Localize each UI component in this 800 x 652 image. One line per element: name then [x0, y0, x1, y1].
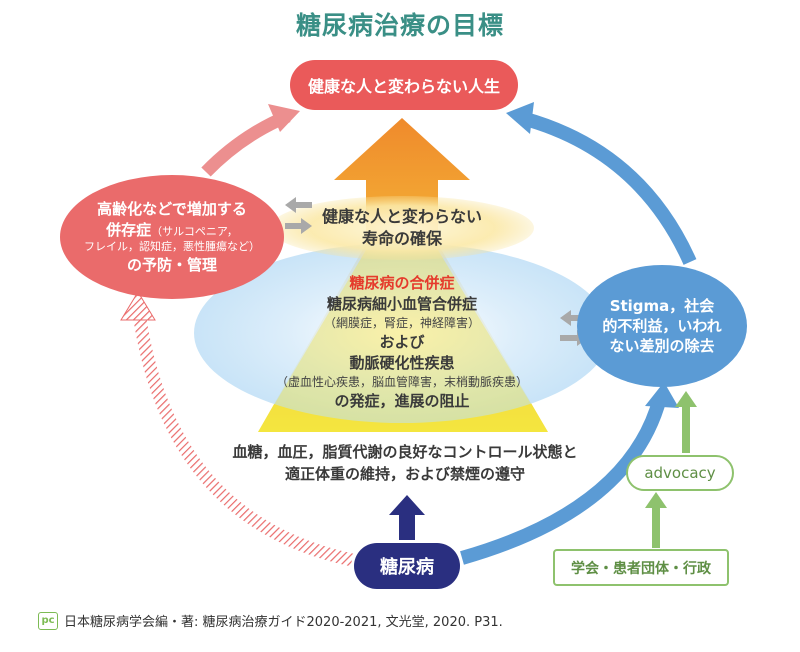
control-line2: 適正体重の維持，および禁煙の遵守 [284, 464, 525, 483]
control-text: 血糖，血圧，脂質代謝の良好なコントロール状態と 適正体重の維持，および禁煙の遵守 [170, 442, 640, 486]
diabetes-box: 糖尿病 [354, 543, 460, 589]
stigma-line3: ない差別の除去 [609, 337, 715, 356]
complications-heading: 糖尿病の合併症 [349, 274, 455, 292]
complications-ellipse [194, 243, 610, 423]
comorbidity-examples-a: （サルコペニア， [151, 224, 238, 238]
green-arrow-head-lower [645, 492, 667, 508]
complications-text: 糖尿病の合併症 糖尿病細小血管合併症 （網膜症，腎症，神経障害） および 動脈硬… [262, 272, 542, 411]
organizations-box: 学会・患者団体・行政 [553, 549, 729, 586]
citation-text: 日本糖尿病学会編・著: 糖尿病治療ガイド2020-2021, 文光堂, 2020… [64, 615, 503, 630]
comorbidity-line1: 高齢化などで増加する [97, 199, 247, 218]
right-upper-arrowhead [506, 102, 534, 134]
grey-arrow-right-out [560, 310, 588, 326]
citation: pc 日本糖尿病学会編・著: 糖尿病治療ガイド2020-2021, 文光堂, 2… [38, 611, 503, 630]
pc-logo-icon: pc [38, 611, 58, 630]
green-arrow-shaft-lower [652, 502, 660, 548]
left-upper-arrowhead [268, 104, 300, 132]
microvascular-sub: （網膜症，腎症，神経障害） [323, 316, 480, 330]
right-lower-arrowhead [645, 382, 679, 408]
lifespan-line1: 健康な人と変わらない [321, 207, 482, 226]
triangle-overlay [258, 250, 548, 432]
prevention-label: の発症，進展の阻止 [334, 392, 470, 410]
green-arrow-shaft-upper [682, 403, 690, 453]
and-label: および [379, 333, 425, 351]
right-lower-arc [460, 396, 667, 565]
lifespan-text: 健康な人と変わらない 寿命の確保 [302, 206, 502, 251]
advocacy-box: advocacy [626, 455, 734, 491]
microvascular-label: 糖尿病細小血管合併症 [326, 295, 477, 313]
stigma-line2: 的不利益，いわれ [602, 316, 722, 335]
grey-arrow-left-out [285, 197, 312, 213]
lifespan-line2: 寿命の確保 [361, 229, 442, 249]
comorbidity-line2: 併存症（サルコペニア， [106, 219, 238, 241]
control-line1: 血糖，血圧，脂質代謝の良好なコントロール状態と [232, 443, 578, 461]
stigma-line1: Stigma，社会 [609, 296, 715, 315]
comorbidity-examples-b: フレイル，認知症，悪性腫瘍など） [84, 240, 260, 254]
lifespan-band [270, 196, 534, 260]
comorbidity-keyword: 併存症 [106, 220, 152, 239]
left-upper-arc [201, 109, 291, 177]
left-hatched-arrowhead [120, 291, 156, 321]
comorbidity-line4: の予防・管理 [126, 256, 217, 275]
right-upper-arc [520, 111, 697, 265]
left-hatched-arc [131, 304, 354, 567]
green-arrow-head-upper [675, 391, 697, 407]
grey-arrow-left-in [285, 218, 312, 234]
comorbidity-ellipse: 高齢化などで増加する 併存症（サルコペニア， フレイル，認知症，悪性腫瘍など） … [60, 175, 284, 299]
page-title: 糖尿病治療の目標 [295, 11, 504, 40]
goal-box: 健康な人と変わらない人生 [290, 60, 518, 110]
macrovascular-sub: （虚血性心疾患，脳血管障害，末梢動脈疾患） [275, 375, 528, 389]
macrovascular-label: 動脈硬化性疾患 [349, 354, 455, 372]
stigma-ellipse: Stigma，社会 的不利益，いわれ ない差別の除去 [577, 265, 747, 387]
diabetes-up-arrow [389, 495, 425, 540]
